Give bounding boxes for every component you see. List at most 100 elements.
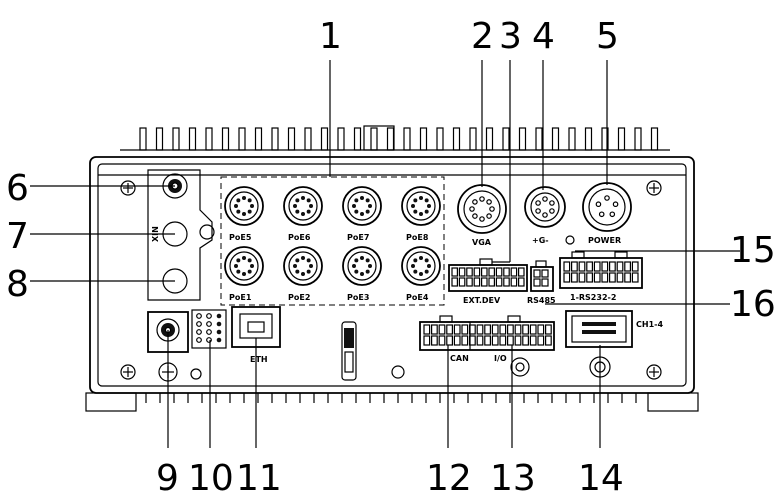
poe-inner-ring <box>347 251 377 281</box>
poe-label: PoE4 <box>406 293 429 302</box>
poe-label-row-bottom: PoE1 PoE2 PoE3 PoE4 <box>229 293 429 302</box>
pin <box>469 206 475 212</box>
pin <box>473 267 481 277</box>
pin <box>517 277 525 287</box>
pin <box>365 269 370 274</box>
pin <box>533 269 541 278</box>
poe-outer-ring <box>401 246 441 286</box>
led <box>206 313 212 319</box>
pin <box>488 277 496 287</box>
pin <box>427 264 431 268</box>
pin <box>495 267 503 277</box>
fin <box>370 127 378 151</box>
fin <box>436 127 444 151</box>
poe-label: PoE8 <box>406 233 429 242</box>
pin <box>499 324 507 335</box>
pin <box>301 196 305 200</box>
fin <box>502 127 510 151</box>
led <box>196 313 202 319</box>
pin <box>495 277 503 287</box>
poe-ports <box>224 186 441 286</box>
pin <box>368 204 372 208</box>
pin <box>247 209 252 214</box>
pin <box>570 261 578 272</box>
pin <box>479 196 485 202</box>
fin <box>518 127 527 151</box>
callout-10: 10 <box>188 458 234 499</box>
pin <box>354 209 359 214</box>
callout-numbers: 1 2 3 4 5 6 7 8 9 10 11 12 13 14 15 16 <box>6 16 776 499</box>
poe-connector <box>224 246 264 286</box>
fin <box>617 127 626 151</box>
pin <box>352 264 356 268</box>
pin <box>593 272 601 283</box>
poe-label: PoE1 <box>229 293 252 302</box>
sma-connector <box>147 311 202 382</box>
pin <box>472 199 478 205</box>
callout-3: 3 <box>499 16 522 57</box>
pin <box>473 277 481 287</box>
poe-inner-ring <box>229 251 259 281</box>
fin <box>238 127 246 151</box>
led <box>206 337 212 343</box>
pin <box>247 258 252 263</box>
poe-label: PoE5 <box>229 233 252 242</box>
pin <box>503 267 510 277</box>
callout-5: 5 <box>596 16 619 57</box>
can-label: CAN <box>450 354 469 363</box>
pin <box>365 198 370 203</box>
corner-screw <box>120 364 136 380</box>
poe-inner-ring <box>406 191 436 221</box>
pin <box>413 269 418 274</box>
pin <box>413 209 418 214</box>
pin <box>586 272 593 283</box>
led <box>196 321 202 327</box>
pin <box>549 208 555 214</box>
ext-dev-label: EXT.DEV <box>463 296 501 305</box>
pin <box>616 272 624 283</box>
callout-13: 13 <box>490 458 536 499</box>
pin <box>419 272 423 276</box>
pin <box>489 206 495 212</box>
fin <box>287 127 296 151</box>
power-port: POWER <box>565 182 632 245</box>
pin <box>541 269 549 278</box>
pin <box>293 264 297 268</box>
fin <box>337 127 345 151</box>
fin <box>139 127 147 151</box>
poe-connector <box>401 186 441 226</box>
pin <box>295 209 300 214</box>
pin <box>601 261 609 272</box>
fin <box>205 127 213 151</box>
pin <box>247 198 252 203</box>
fin <box>304 127 312 151</box>
pin <box>360 256 364 260</box>
io-label: I/O <box>494 354 507 363</box>
led <box>216 321 222 327</box>
callout-16: 16 <box>730 284 776 325</box>
pin <box>488 267 496 277</box>
fin <box>254 127 263 151</box>
pin <box>533 278 541 287</box>
pin <box>438 324 446 335</box>
pin <box>469 335 476 346</box>
pin <box>563 261 571 272</box>
rs485-connector: RS485 <box>527 260 556 305</box>
fin <box>419 127 428 151</box>
pin <box>424 258 429 263</box>
callout-9: 9 <box>156 458 179 499</box>
pin <box>549 200 555 206</box>
pin <box>453 324 461 335</box>
fin <box>650 127 659 151</box>
pin <box>453 335 461 346</box>
fin <box>452 127 461 151</box>
pin <box>537 324 545 335</box>
callout-7: 7 <box>6 216 29 257</box>
pin <box>535 208 541 214</box>
callout-1: 1 <box>319 16 342 57</box>
fin <box>601 127 609 151</box>
poe-outer-ring <box>224 186 264 226</box>
pin <box>354 269 359 274</box>
poe-connector <box>342 246 382 286</box>
callout-leaders <box>30 60 740 448</box>
